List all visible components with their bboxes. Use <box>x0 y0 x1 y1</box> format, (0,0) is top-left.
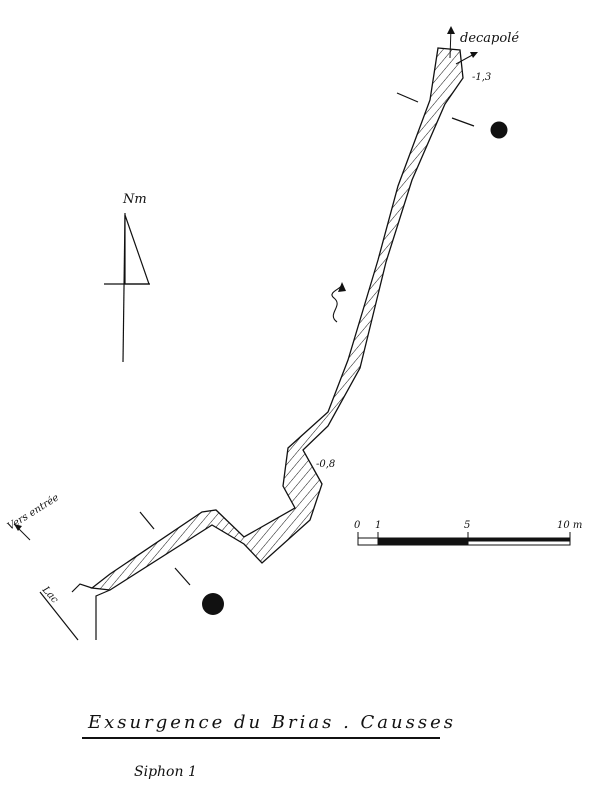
title-underline <box>82 737 440 739</box>
siphon-passage <box>90 47 464 591</box>
scale-tick-5: 5 <box>464 520 470 531</box>
north-label: Nm <box>122 192 147 207</box>
scale-tick-1: 1 <box>375 520 381 531</box>
entrance-walls <box>13 523 111 641</box>
map-subtitle: Siphon 1 <box>134 764 197 780</box>
section-symbol-bottom <box>202 593 224 615</box>
depth-label-mid: -0,8 <box>316 459 335 470</box>
scale-bar: 0 1 5 10 m <box>354 520 582 546</box>
scale-tick-0: 0 <box>354 520 361 531</box>
section-marks <box>139 92 475 586</box>
map-title: Exsurgence du Brias . Causses <box>88 712 456 733</box>
depth-label-top: -1,3 <box>472 72 491 83</box>
downstream-arrows <box>447 26 478 65</box>
downstream-label: decapolé <box>460 31 519 46</box>
entrance-label: Vers entrée <box>6 492 61 532</box>
flow-arrow-icon <box>331 282 346 323</box>
scale-tick-10: 10 m <box>557 520 582 531</box>
north-arrow: Nm <box>104 192 150 363</box>
section-symbol-top <box>490 121 508 139</box>
